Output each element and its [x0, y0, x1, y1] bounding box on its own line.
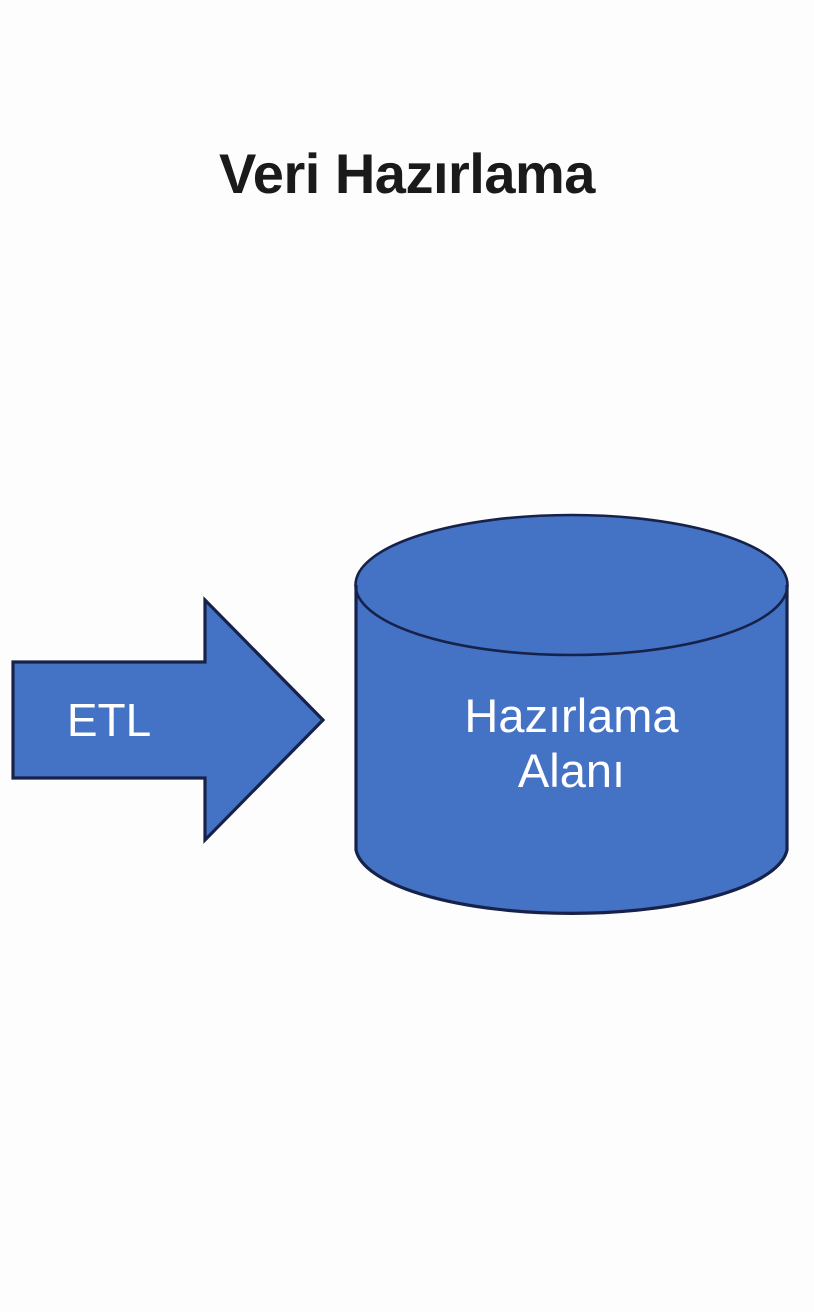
staging-cylinder-shape[interactable] [354, 513, 789, 915]
etl-arrow-shape[interactable] [11, 596, 326, 844]
etl-arrow-outline [11, 596, 326, 844]
cylinder-body [356, 585, 787, 914]
cylinder-top-outline [354, 513, 789, 657]
page-title: Veri Hazırlama [219, 142, 595, 205]
etl-arrow-body [13, 600, 323, 840]
cylinder-top-disc [355, 515, 788, 655]
cylinder-body-outline [354, 585, 789, 915]
